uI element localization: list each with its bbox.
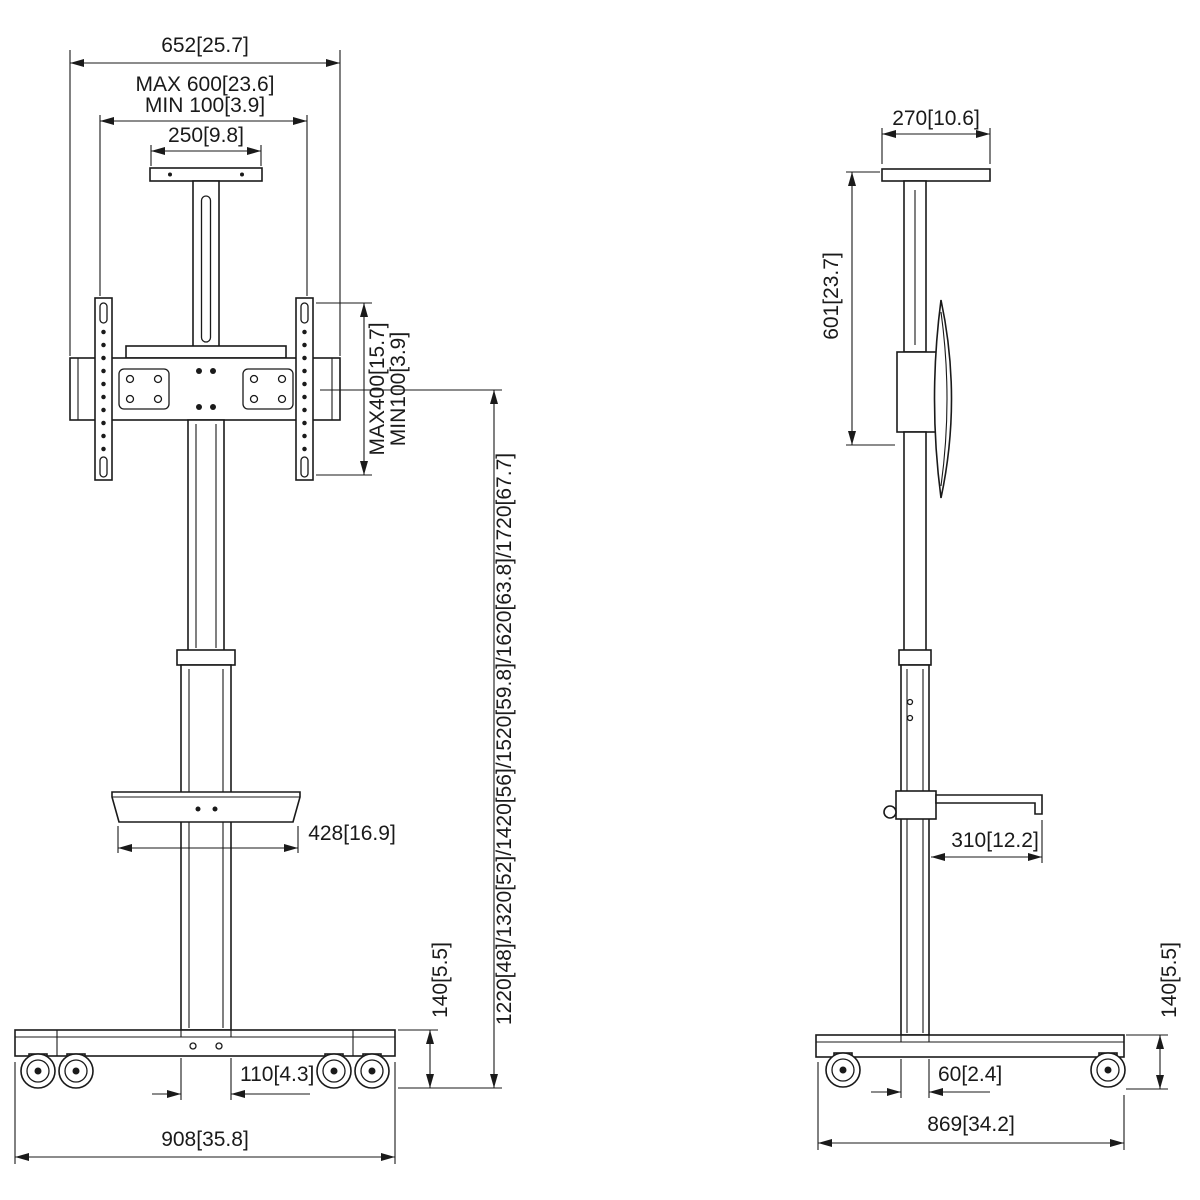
dim-mount-drop: 601[23.7]: [820, 171, 895, 446]
dim-vesa-height-max-label: MAX400[15.7]: [366, 322, 389, 455]
dim-shelf-depth: 310[12.2]: [931, 820, 1043, 863]
top-plate: [149, 167, 263, 182]
front-view-dimensions: 652[25.7] MAX 600[23.6] MIN 100[3.9] 250…: [14, 34, 516, 1164]
dim-base-depth: 869[34.2]: [817, 1062, 1125, 1150]
vesa-strip-right: [295, 297, 314, 481]
caster-wheels-front: [20, 1053, 390, 1089]
dim-overall-width-label: 652[25.7]: [161, 34, 249, 57]
dim-vesa-width-max-label: MAX 600[23.6]: [136, 73, 275, 96]
side-view-dimensions: 270[10.6] 601[23.7] 310[12.2] 140[5.5]: [817, 107, 1181, 1150]
dim-vesa-height-min-label: MIN100[3.9]: [387, 332, 410, 446]
front-view: [14, 167, 396, 1089]
column-upper: [187, 419, 225, 653]
dim-top-plate-width: 250[9.8]: [150, 124, 262, 166]
dim-column-width: 110[4.3]: [152, 1058, 314, 1100]
caster-wheels-side: [825, 1052, 1126, 1088]
dim-vesa-height: MAX400[15.7] MIN100[3.9]: [316, 302, 410, 476]
column-lower-side: [900, 664, 930, 1036]
dim-base-width: 908[35.8]: [14, 1062, 396, 1164]
dim-shelf-width-label: 428[16.9]: [308, 822, 396, 845]
dim-column-depth-label: 60[2.4]: [938, 1063, 1002, 1086]
side-view: [815, 168, 1126, 1088]
mount-bracket-side: [896, 351, 938, 433]
dim-base-height-side-label: 140[5.5]: [1158, 942, 1181, 1018]
dim-top-plate-depth-label: 270[10.6]: [892, 107, 980, 130]
dim-top-plate-depth: 270[10.6]: [881, 107, 991, 164]
column-collar: [176, 649, 236, 666]
dim-column-depth: 60[2.4]: [871, 1059, 1002, 1098]
column-upper-side: [903, 431, 927, 653]
dim-height-range-label: 1220[48]/1320[52]/1420[56]/1520[59.8]/16…: [493, 453, 516, 1025]
dim-base-height-front: 140[5.5]: [398, 942, 452, 1089]
dim-column-width-label: 110[4.3]: [240, 1063, 314, 1086]
dim-top-plate-width-label: 250[9.8]: [168, 124, 244, 147]
screen-profile: [933, 299, 953, 499]
dim-shelf-width: 428[16.9]: [117, 822, 396, 853]
dim-height-range: 1220[48]/1320[52]/1420[56]/1520[59.8]/16…: [320, 389, 516, 1089]
base-side: [815, 1034, 1125, 1058]
upper-rail: [192, 180, 220, 359]
vesa-strip-left: [94, 297, 113, 481]
dim-vesa-width-min-label: MIN 100[3.9]: [145, 94, 265, 117]
dim-base-width-label: 908[35.8]: [161, 1128, 249, 1151]
shelf-front: [111, 791, 301, 823]
dim-base-height-side: 140[5.5]: [1126, 942, 1181, 1090]
dim-shelf-depth-label: 310[12.2]: [951, 829, 1039, 852]
dim-overall-width: 652[25.7]: [69, 34, 341, 356]
dim-mount-drop-label: 601[23.7]: [820, 252, 843, 340]
column-collar-side: [898, 649, 932, 666]
dim-vesa-width: MAX 600[23.6] MIN 100[3.9]: [99, 73, 308, 296]
dim-base-depth-label: 869[34.2]: [927, 1113, 1015, 1136]
top-plate-side: [881, 168, 991, 182]
shelf-side: [883, 790, 1043, 820]
dim-base-height-front-label: 140[5.5]: [429, 942, 452, 1018]
base-front: [14, 1029, 396, 1057]
